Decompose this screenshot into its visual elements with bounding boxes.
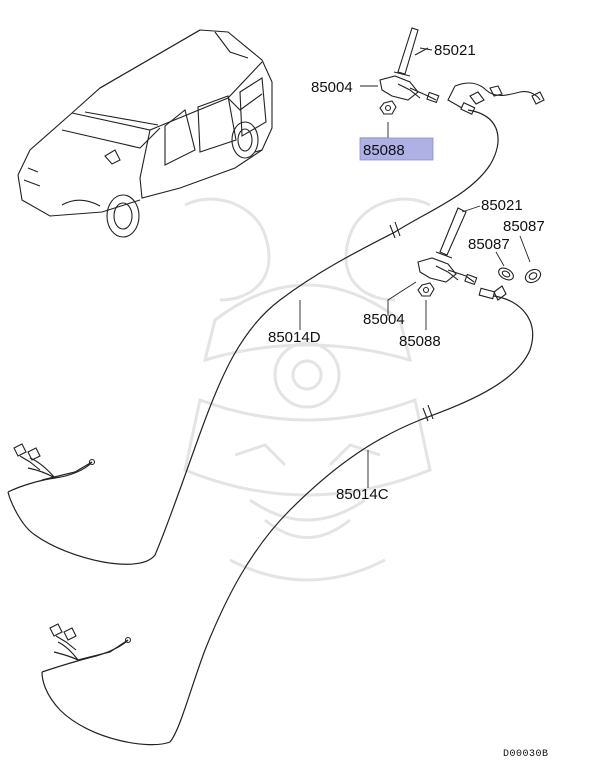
car-illustration: [17, 29, 273, 238]
cable-85014d: [7, 109, 499, 565]
harness-connector-mid: [478, 285, 507, 301]
label-85088-mid[interactable]: 85088: [399, 333, 441, 350]
label-85014d[interactable]: 85014D: [268, 329, 321, 346]
nut-mid: [417, 282, 435, 297]
antenna-base-top: [379, 75, 440, 104]
cable-85014c: [41, 295, 534, 746]
antenna-top: [393, 27, 429, 77]
antenna-base-mid: [417, 257, 478, 286]
label-85021-mid[interactable]: 85021: [481, 197, 523, 214]
nut-top: [379, 100, 397, 115]
selected-part-highlight: [359, 137, 434, 161]
diagram-code: D00030B: [503, 749, 549, 760]
watermark-emblem: [183, 197, 432, 582]
harness-connector-top: [447, 82, 545, 115]
label-85087-a[interactable]: 85087: [468, 236, 510, 253]
label-85021-top[interactable]: 85021: [434, 42, 476, 59]
label-85087-b[interactable]: 85087: [503, 218, 545, 235]
label-85088-top[interactable]: 85088: [363, 142, 405, 159]
label-85004-top[interactable]: 85004: [311, 79, 353, 96]
label-85004-mid[interactable]: 85004: [363, 311, 405, 328]
antenna-mid: [435, 207, 467, 259]
washer-b: [524, 268, 542, 284]
label-85014c[interactable]: 85014C: [336, 486, 389, 503]
washer-a: [498, 267, 514, 281]
